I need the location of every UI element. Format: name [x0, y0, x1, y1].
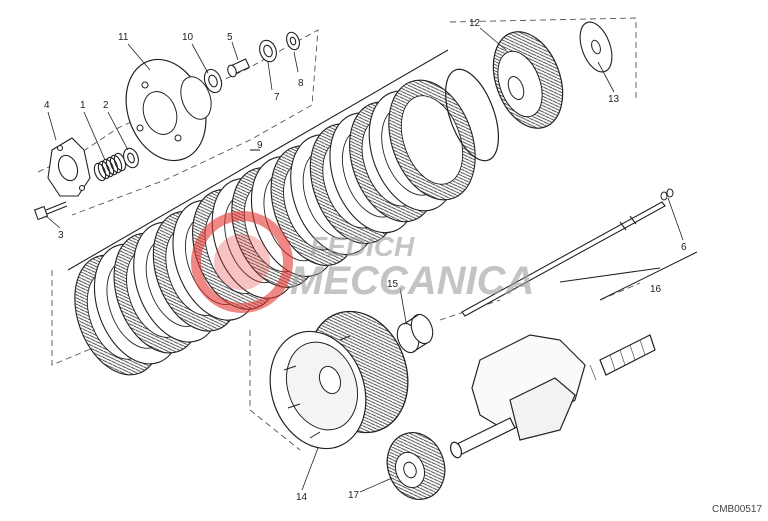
spring-part-1	[93, 152, 127, 182]
crankshaft	[449, 334, 656, 459]
callout-16: 16	[650, 284, 662, 295]
spring-coil	[97, 160, 111, 180]
clutch-plate-inner	[400, 95, 464, 185]
callout-2: 2	[103, 100, 109, 111]
cover-plate-part-4	[47, 137, 91, 197]
pushrod-part-5	[227, 58, 251, 78]
callout-1: 1	[80, 100, 86, 111]
clutch-basket-part-14	[269, 310, 409, 450]
spring-coil	[93, 162, 107, 182]
callout-7: 7	[274, 92, 280, 103]
watermark-line2: MECCANICA	[290, 259, 534, 303]
callout-11: 11	[118, 32, 129, 43]
callout-4: 4	[44, 100, 50, 111]
assembly-guide-lines	[67, 49, 698, 301]
drawing-code: CMB00517	[712, 504, 762, 515]
spring-coil	[109, 154, 123, 174]
callout-6: 6	[681, 242, 687, 253]
pressure-plate-part-11	[125, 58, 212, 162]
small-washers-part-6	[660, 188, 674, 201]
callout-labels: 1 2 3 4 5 6 7 8 9 10 11 12 13 14 15 16 1…	[44, 18, 687, 503]
callout-12: 12	[469, 18, 481, 29]
callout-5: 5	[227, 32, 233, 43]
callout-10: 10	[182, 32, 194, 43]
bearing-part-7	[259, 39, 277, 63]
watermark-line1: FEDICH	[310, 231, 415, 262]
watermark: FEDICH MECCANICA	[191, 211, 534, 313]
callout-9: 9	[257, 140, 263, 151]
callout-14: 14	[296, 492, 308, 503]
callout-8: 8	[298, 78, 304, 89]
spring-cup-part-2	[123, 147, 139, 169]
spring-coil	[105, 156, 119, 176]
washer-part-8	[286, 31, 300, 51]
watermark-logo-ring	[191, 211, 293, 313]
pushrod-part-16	[461, 201, 666, 317]
leader-lines	[45, 27, 684, 493]
bushing-part-15	[396, 313, 434, 354]
bolt-part-3	[33, 201, 68, 221]
washer-part-13	[579, 21, 613, 73]
callout-3: 3	[58, 230, 64, 241]
circlip-ring	[445, 68, 499, 162]
bearing-part-10	[203, 68, 223, 94]
callout-15: 15	[387, 279, 399, 290]
clutch-hub-part-12	[492, 31, 564, 129]
watermark-logo-core	[214, 234, 270, 290]
gear-part-17	[386, 432, 446, 500]
callout-17: 17	[348, 490, 360, 501]
callout-13: 13	[608, 94, 620, 105]
